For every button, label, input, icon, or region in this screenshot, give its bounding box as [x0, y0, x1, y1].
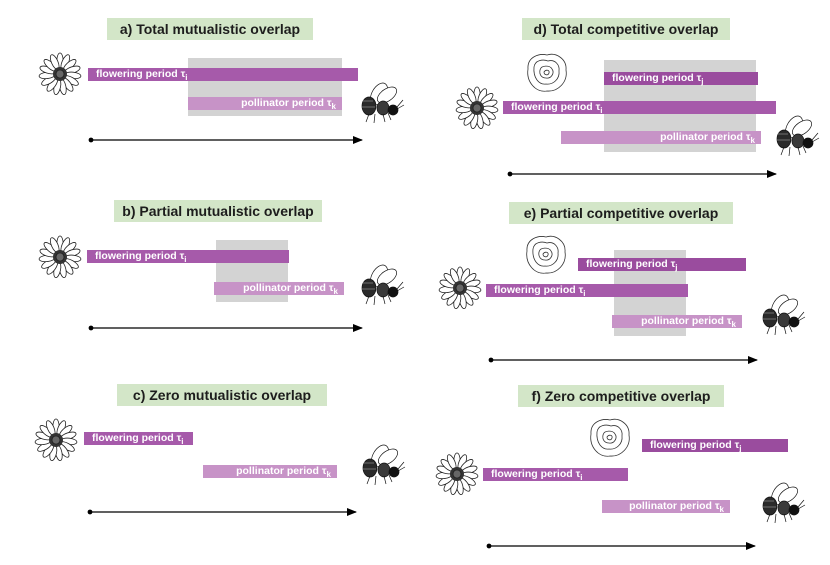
pollinator-bar: pollinator period τk	[602, 500, 730, 515]
flowering-bar: flowering period τi	[87, 250, 289, 265]
rose-flower-icon	[527, 53, 567, 92]
bee-icon	[362, 444, 406, 486]
pollinator-label: pollinator period τk	[241, 97, 336, 112]
time-axis-arrow	[486, 542, 756, 550]
pollinator-label: pollinator period τk	[243, 282, 338, 297]
flowering-label-i: flowering period τi	[491, 468, 583, 483]
flowering-bar-j: flowering period τj	[642, 439, 788, 454]
daisy-flower-icon	[38, 235, 82, 279]
bee-icon	[762, 482, 806, 524]
pollinator-label: pollinator period τk	[641, 315, 736, 330]
panel-f-title: f) Zero competitive overlap	[518, 385, 724, 407]
flowering-label-i: flowering period τi	[494, 284, 586, 299]
panel-c-title: c) Zero mutualistic overlap	[117, 384, 327, 406]
bee-icon	[776, 115, 820, 157]
flowering-bar: flowering period τi	[84, 432, 193, 447]
bee-icon	[361, 82, 405, 124]
bee-icon	[361, 264, 405, 306]
pollinator-bar: pollinator period τk	[214, 282, 344, 297]
flowering-bar-j: flowering period τj	[604, 72, 758, 87]
pollinator-bar: pollinator period τk	[203, 465, 337, 480]
time-axis-arrow	[88, 324, 363, 332]
panel-e-title: e) Partial competitive overlap	[509, 202, 733, 224]
flowering-bar: flowering period τi	[88, 68, 358, 83]
flowering-label-j: flowering period τj	[612, 72, 704, 87]
flowering-bar-j: flowering period τj	[578, 258, 746, 273]
flowering-bar-i: flowering period τi	[483, 468, 628, 483]
time-axis-arrow	[488, 356, 758, 364]
flowering-label-j: flowering period τj	[586, 258, 678, 273]
time-axis-arrow	[87, 508, 357, 516]
flowering-label: flowering period τi	[92, 432, 184, 447]
time-axis-arrow	[88, 136, 363, 144]
pollinator-label: pollinator period τk	[629, 500, 724, 515]
daisy-flower-icon	[455, 86, 499, 130]
bee-icon	[762, 294, 806, 336]
flowering-label: flowering period τi	[95, 250, 187, 265]
daisy-flower-icon	[438, 266, 482, 310]
time-axis-arrow	[507, 170, 777, 178]
pollinator-bar: pollinator period τk	[188, 97, 342, 112]
flowering-bar-i: flowering period τi	[486, 284, 688, 299]
pollinator-bar: pollinator period τk	[612, 315, 742, 330]
daisy-flower-icon	[34, 418, 78, 462]
panel-d-title: d) Total competitive overlap	[522, 18, 730, 40]
flowering-bar-i: flowering period τi	[503, 101, 776, 116]
flowering-label-i: flowering period τi	[511, 101, 603, 116]
daisy-flower-icon	[435, 452, 479, 496]
rose-flower-icon	[526, 235, 566, 274]
rose-flower-icon	[590, 418, 630, 457]
panel-a-title: a) Total mutualistic overlap	[107, 18, 313, 40]
flowering-label: flowering period τi	[96, 68, 188, 83]
flowering-label-j: flowering period τj	[650, 439, 742, 454]
pollinator-label: pollinator period τk	[660, 131, 755, 146]
daisy-flower-icon	[38, 52, 82, 96]
panel-b-title: b) Partial mutualistic overlap	[114, 200, 322, 222]
pollinator-label: pollinator period τk	[236, 465, 331, 480]
pollinator-bar: pollinator period τk	[561, 131, 761, 146]
